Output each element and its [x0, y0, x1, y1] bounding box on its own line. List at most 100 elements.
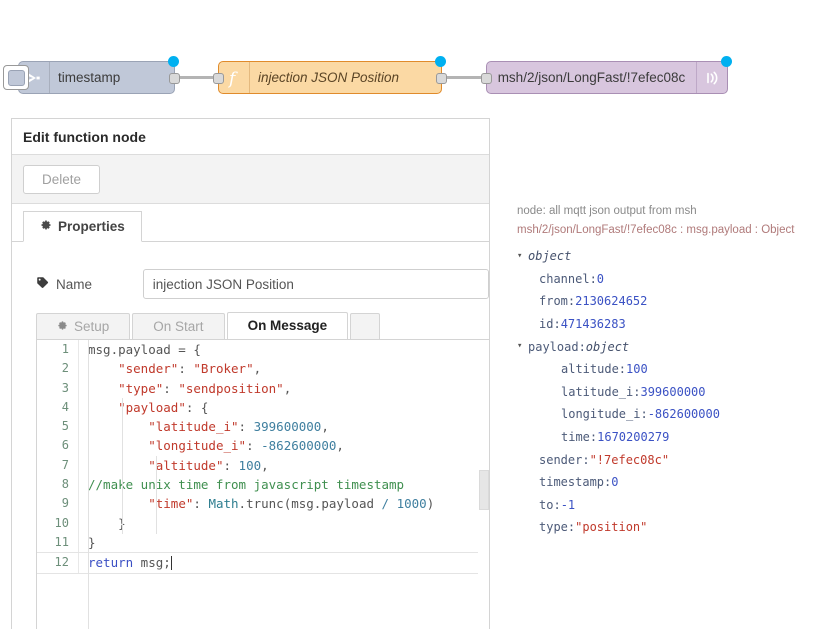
- text-cursor: [170, 556, 172, 571]
- line-number: 2: [37, 359, 79, 379]
- debug-value: 1670200279: [597, 430, 670, 445]
- code-line-text: return msg;: [88, 555, 172, 571]
- flow-node-mqtt-label: msh/2/json/LongFast/!7efec08c: [497, 70, 686, 85]
- status-dot: [721, 56, 732, 67]
- line-number: 4: [37, 397, 79, 418]
- panel-toolbar: Delete: [12, 155, 489, 204]
- indent-guide: [156, 456, 157, 534]
- tab-properties[interactable]: Properties: [23, 211, 142, 242]
- function-f-icon: f: [219, 62, 250, 93]
- output-port[interactable]: [169, 73, 180, 84]
- code-line: 10 }: [37, 513, 489, 533]
- debug-row[interactable]: ▾id: 471436283: [528, 313, 817, 336]
- line-number: 7: [37, 455, 79, 476]
- debug-value-type: object: [585, 339, 630, 354]
- name-label-text: Name: [56, 276, 93, 292]
- code-line-text: //make unix time from javascript timesta…: [88, 477, 405, 493]
- wire-function-to-mqtt: [442, 76, 487, 79]
- code-line: 4 "payload": {: [37, 397, 489, 418]
- flow-node-mqtt-out[interactable]: msh/2/json/LongFast/!7efec08c: [481, 56, 732, 94]
- wire-inject-to-function: [175, 76, 219, 79]
- tag-icon: [36, 276, 49, 292]
- debug-row[interactable]: ▾latitude_i: 399600000: [550, 381, 817, 404]
- line-number: 12: [37, 553, 79, 573]
- code-tab-on-message[interactable]: On Message: [226, 312, 349, 340]
- debug-value: 399600000: [640, 384, 706, 399]
- debug-key: altitude:: [561, 362, 627, 377]
- code-tab-label: Setup: [74, 319, 110, 334]
- debug-value: -862600000: [647, 407, 720, 422]
- debug-row[interactable]: ▾sender: "!7efec08c": [528, 448, 817, 471]
- debug-row[interactable]: ▾altitude: 100: [550, 358, 817, 381]
- debug-key: type:: [539, 520, 576, 535]
- input-port[interactable]: [213, 73, 224, 84]
- input-port[interactable]: [481, 73, 492, 84]
- flow-node-function-label: injection JSON Position: [258, 70, 400, 85]
- code-tab-overflow[interactable]: [350, 313, 381, 340]
- line-number: 10: [37, 513, 79, 533]
- arrow-right-icon: [19, 62, 50, 93]
- code-tab-label: On Start: [153, 319, 204, 334]
- debug-row[interactable]: ▾to: -1: [528, 494, 817, 517]
- code-line-text: "payload": {: [118, 399, 209, 415]
- name-field-label: Name: [36, 276, 143, 292]
- debug-row[interactable]: ▾object: [517, 245, 817, 268]
- expand-twisty-icon[interactable]: ▾: [517, 341, 523, 352]
- flow-node-function[interactable]: f injection JSON Position: [213, 56, 447, 94]
- code-tab-setup[interactable]: Setup: [36, 313, 131, 340]
- inject-trigger-button[interactable]: [3, 65, 29, 90]
- gear-icon: [57, 313, 68, 340]
- code-line: 5 "latitude_i": 399600000,: [37, 417, 489, 437]
- debug-value: 471436283: [560, 317, 626, 332]
- debug-row[interactable]: ▾ payload: object: [517, 335, 817, 358]
- gear-icon: [40, 212, 52, 241]
- edit-function-node-panel: Edit function node Delete Properties Nam…: [11, 118, 490, 629]
- flow-node-inject[interactable]: timestamp: [3, 56, 180, 94]
- debug-row[interactable]: ▾time: 1670200279: [550, 426, 817, 449]
- debug-key: id:: [539, 317, 561, 332]
- indent-guide: [122, 398, 123, 534]
- delete-button[interactable]: Delete: [23, 164, 101, 194]
- debug-row[interactable]: ▾from: 2130624652: [528, 290, 817, 313]
- expand-twisty-icon[interactable]: ▾: [517, 250, 523, 261]
- debug-row[interactable]: ▾longitude_i: -862600000: [550, 403, 817, 426]
- debug-row[interactable]: ▾type: "position": [528, 516, 817, 539]
- debug-row[interactable]: ▾timestamp: 0: [528, 471, 817, 494]
- code-line: 8//make unix time from javascript timest…: [37, 475, 489, 495]
- code-line: 12 return msg;: [37, 552, 489, 574]
- page-title: Edit function node: [23, 128, 146, 145]
- debug-value: -1: [560, 497, 576, 512]
- editor-scrollbar[interactable]: [478, 340, 489, 629]
- output-port[interactable]: [436, 73, 447, 84]
- code-tab-on-start[interactable]: On Start: [132, 313, 225, 340]
- debug-object-tree[interactable]: ▾object▾channel: 0▾from: 2130624652▾id: …: [517, 245, 817, 539]
- debug-key: channel:: [539, 271, 597, 286]
- code-line: 7 "altitude": 100,: [37, 455, 489, 476]
- code-line-text: "type": "sendposition",: [118, 380, 292, 396]
- code-line: 9 "time": Math.trunc(msg.payload / 1000): [37, 494, 489, 514]
- panel-header: Edit function node: [12, 119, 489, 155]
- indent-guide: [88, 340, 89, 629]
- debug-value: 2130624652: [575, 294, 648, 309]
- debug-value: 0: [596, 271, 605, 286]
- name-input[interactable]: [142, 269, 489, 299]
- debug-row[interactable]: ▾channel: 0: [528, 268, 817, 291]
- properties-tab-strip: Properties: [12, 211, 489, 242]
- code-line: 11}: [37, 532, 489, 553]
- debug-key: to:: [539, 497, 561, 512]
- debug-key: payload:: [528, 339, 586, 354]
- name-row: Name: [36, 269, 489, 299]
- debug-topic-line: msh/2/json/LongFast/!7efec08c : msg.payl…: [517, 224, 795, 236]
- editor-scroll-thumb[interactable]: [479, 470, 489, 510]
- code-line-text: "longitude_i": -862600000,: [148, 438, 344, 454]
- debug-key: from:: [539, 294, 576, 309]
- line-number: 3: [37, 378, 79, 398]
- debug-key: sender:: [539, 452, 590, 467]
- flow-canvas[interactable]: timestamp f injection JSON Position msh/…: [0, 0, 826, 112]
- line-number: 6: [37, 436, 79, 456]
- debug-key: time:: [561, 430, 598, 445]
- line-number: 1: [37, 340, 79, 360]
- line-number: 9: [37, 494, 79, 514]
